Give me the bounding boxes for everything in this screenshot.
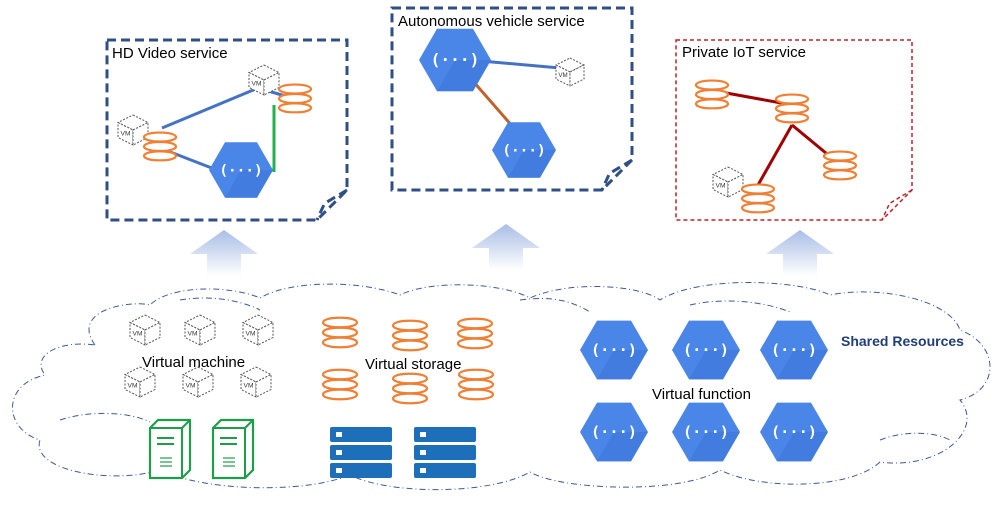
vm-text: VM: [716, 182, 726, 189]
service-title-iot: Private IoT service: [682, 44, 806, 61]
vm-text: VM: [252, 80, 262, 87]
function-glyph: (···): [683, 423, 729, 441]
service-box-fold-hd: [315, 188, 348, 221]
pool-vm-icon-2: VM: [183, 314, 217, 346]
pool-vm-icon-6: VM: [239, 366, 273, 398]
service-box-fold-iot: [881, 189, 913, 221]
pool-storage-icon-5: [391, 372, 429, 405]
function-glyph: (···): [219, 163, 262, 179]
service-box-fold-av: [600, 158, 633, 191]
function-glyph: (···): [771, 423, 817, 441]
av-vm-icon: VM: [554, 57, 586, 87]
vm-text: VM: [121, 130, 131, 137]
vm-text: VM: [188, 330, 198, 337]
pool-function-icon-3: (···): [760, 320, 828, 380]
vm-text: VM: [246, 330, 256, 337]
hd-function-icon: (···): [209, 142, 273, 198]
virtual-storage-label: Virtual storage: [365, 356, 462, 373]
pool-function-icon-2: (···): [672, 320, 740, 380]
up-arrow-icon-3: [766, 230, 834, 276]
service-title-av: Autonomous vehicle service: [398, 13, 585, 30]
pool-function-icon-5: (···): [672, 402, 740, 462]
pool-server-icon-2: [211, 418, 255, 480]
virtual-function-label: Virtual function: [652, 386, 751, 403]
pool-storage-icon-3: [456, 317, 494, 350]
function-glyph: (···): [683, 341, 729, 359]
pool-vm-icon-4: VM: [123, 366, 157, 398]
iot-storage-icon-3: [822, 150, 858, 181]
vm-text: VM: [558, 72, 567, 79]
pool-storage-icon-1: [321, 316, 359, 349]
pool-vm-icon-3: VM: [241, 314, 275, 346]
vm-text: VM: [128, 382, 138, 389]
shared-resources-label: Shared Resources: [841, 333, 964, 349]
function-glyph: (···): [771, 341, 817, 359]
pool-function-icon-4: (···): [580, 402, 648, 462]
iot-storage-icon-1: [694, 79, 730, 110]
pool-server-icon-1: [148, 418, 192, 480]
vm-text: VM: [244, 382, 254, 389]
pool-function-icon-6: (···): [760, 402, 828, 462]
function-glyph: (···): [502, 143, 545, 159]
hd-storage-icon-1: [142, 131, 178, 162]
iot-vm-icon: VM: [711, 166, 745, 198]
iot-storage-icon-4: [740, 183, 776, 214]
up-arrow-icon-2: [472, 224, 540, 270]
pool-storage-icon-6: [457, 368, 495, 401]
iot-storage-icon-2: [774, 93, 810, 124]
service-box-iot: [675, 39, 913, 221]
vm-text: VM: [133, 330, 143, 337]
pool-vm-icon-5: VM: [181, 366, 215, 398]
vm-text: VM: [186, 382, 196, 389]
pool-function-icon-1: (···): [580, 320, 648, 380]
iot-link-2: [756, 124, 794, 186]
pool-rack-icon-1: [330, 427, 392, 478]
pool-vm-icon-1: VM: [128, 314, 162, 346]
pool-storage-icon-4: [321, 368, 359, 401]
hd-storage-icon-2: [277, 83, 313, 114]
hd-vm-icon-2: VM: [247, 64, 281, 96]
up-arrow-icon-1: [190, 230, 258, 276]
virtual-machine-label: Virtual machine: [142, 354, 246, 371]
function-glyph: (···): [591, 423, 637, 441]
pool-storage-icon-2: [391, 319, 429, 352]
hd-link-1: [161, 86, 259, 130]
pool-rack-icon-2: [414, 427, 476, 478]
function-glyph: (···): [591, 341, 637, 359]
function-glyph: (···): [431, 50, 480, 69]
av-function-icon-2: (···): [492, 122, 556, 178]
av-function-icon-1: (···): [419, 28, 491, 92]
service-title-hd: HD Video service: [112, 45, 228, 62]
